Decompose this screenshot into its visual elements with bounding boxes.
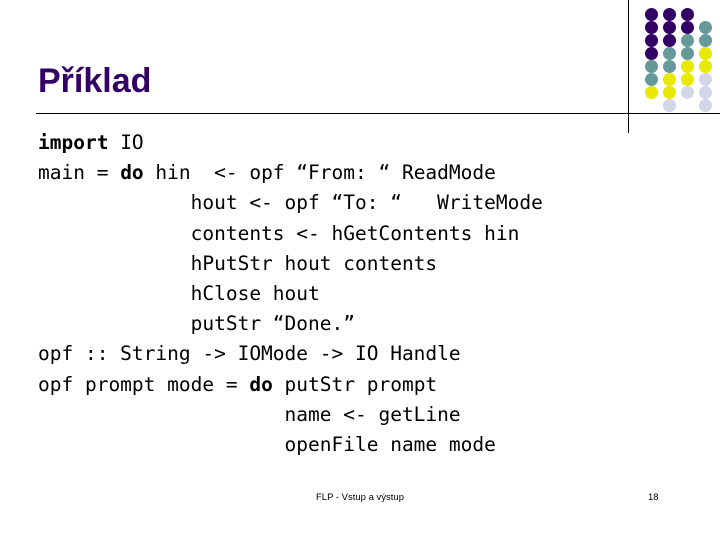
page-number: 18: [648, 492, 659, 503]
dot-lavender: [699, 73, 712, 86]
dot-purple: [663, 21, 676, 34]
footer-text: FLP - Vstup a výstup: [315, 492, 404, 503]
decorative-dot: [662, 73, 680, 86]
code-text: putStr prompt: [272, 372, 438, 396]
dot-yellow: [699, 60, 712, 73]
dot-lavender: [699, 86, 712, 99]
dot-yellow: [645, 86, 658, 99]
dot-yellow: [663, 86, 676, 99]
decorative-dot: [644, 8, 662, 21]
code-line: opf prompt mode = do putStr prompt: [38, 370, 698, 400]
dot-purple: [645, 8, 658, 21]
dot-teal: [699, 21, 712, 34]
decorative-dot: [680, 21, 698, 34]
decorative-dot: [662, 86, 680, 99]
code-text: hPutStr hout contents: [38, 251, 438, 275]
dot-purple: [645, 34, 658, 47]
code-text: openFile name mode: [38, 432, 496, 456]
dot-teal: [663, 47, 676, 60]
dot-yellow: [699, 47, 712, 60]
code-line: hClose hout: [38, 279, 698, 309]
code-text: name <- getLine: [38, 402, 461, 426]
dot-purple: [681, 8, 694, 21]
dot-purple: [663, 8, 676, 21]
dot-lavender: [663, 99, 676, 112]
dot-teal: [681, 47, 694, 60]
decorative-dot: [680, 8, 698, 21]
dot-purple: [645, 47, 658, 60]
code-text: hClose hout: [38, 281, 320, 305]
decorative-dot: [644, 73, 662, 86]
code-keyword: import: [38, 131, 121, 154]
code-text: putStr “Done.”: [38, 312, 355, 336]
dot-yellow: [681, 60, 694, 73]
decorative-dot: [644, 60, 662, 73]
dot-teal: [699, 34, 712, 47]
code-text: hin <- opf “From: “ ReadMode: [143, 161, 496, 185]
dot-purple: [681, 21, 694, 34]
decorative-dot: [680, 99, 698, 112]
decorative-dot: [644, 47, 662, 60]
decorative-dot: [680, 60, 698, 73]
decorative-dot: [680, 86, 698, 99]
code-text: opf prompt mode =: [38, 372, 250, 396]
decorative-dot: [680, 47, 698, 60]
code-text: hout <- opf “To: “ WriteMode: [38, 191, 543, 215]
decorative-dot: [698, 8, 716, 21]
code-line: hout <- opf “To: “ WriteMode: [38, 188, 698, 218]
decorative-dot: [698, 73, 716, 86]
decorative-dot: [644, 34, 662, 47]
title-underline-rule: [36, 113, 720, 114]
decorative-dot: [662, 47, 680, 60]
code-line: contents <- hGetContents hin: [38, 219, 698, 249]
code-line: main = do hin <- opf “From: “ ReadMode: [38, 158, 698, 188]
code-line: putStr “Done.”: [38, 309, 698, 339]
code-line: openFile name mode: [38, 430, 698, 460]
dot-yellow: [681, 73, 694, 86]
decorative-dot: [698, 86, 716, 99]
code-text: contents <- hGetContents hin: [38, 221, 520, 245]
code-line: hPutStr hout contents: [38, 249, 698, 279]
decorative-dot: [662, 99, 680, 112]
decorative-dot: [680, 34, 698, 47]
dot-lavender: [681, 86, 694, 99]
dot-teal: [645, 73, 658, 86]
decorative-dot: [662, 60, 680, 73]
decorative-dot: [662, 34, 680, 47]
decorative-dot: [662, 8, 680, 21]
code-line: import IO: [38, 128, 698, 158]
decorative-dot: [680, 73, 698, 86]
decorative-dot: [644, 86, 662, 99]
dot-purple: [645, 21, 658, 34]
decorative-dot: [698, 34, 716, 47]
code-text: IO: [120, 131, 144, 154]
decorative-dot: [662, 21, 680, 34]
code-text: opf :: String -> IOMode -> IO Handle: [38, 342, 461, 366]
decorative-dot: [698, 47, 716, 60]
page-title: Příklad: [38, 62, 152, 100]
dot-teal: [663, 60, 676, 73]
dot-yellow: [663, 73, 676, 86]
dot-purple: [663, 34, 676, 47]
code-keyword: do: [120, 161, 144, 185]
code-text: main =: [38, 161, 121, 185]
code-keyword: do: [249, 372, 273, 396]
dot-lavender: [699, 99, 712, 112]
vertical-divider-rule: [628, 0, 629, 133]
decorative-dot-grid: [644, 8, 716, 112]
dot-teal: [645, 60, 658, 73]
decorative-dot: [644, 21, 662, 34]
dot-teal: [681, 34, 694, 47]
decorative-dot: [698, 99, 716, 112]
decorative-dot: [698, 60, 716, 73]
code-line: name <- getLine: [38, 400, 698, 430]
decorative-dot: [644, 99, 662, 112]
code-line: opf :: String -> IOMode -> IO Handle: [38, 339, 698, 369]
decorative-dot: [698, 21, 716, 34]
